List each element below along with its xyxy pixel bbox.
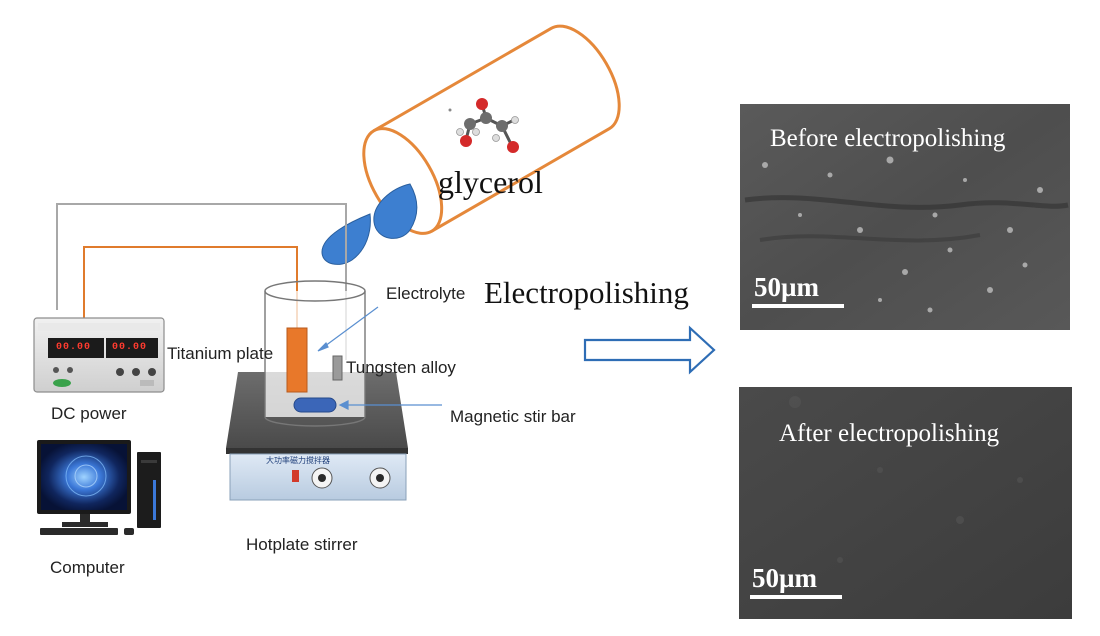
glycerol-label: glycerol — [438, 164, 543, 200]
sem-after-scale-label: 50µm — [752, 563, 818, 593]
magnetic-stir-bar-label: Magnetic stir bar — [450, 407, 576, 426]
titanium-plate-label: Titanium plate — [167, 344, 274, 363]
tungsten-alloy-electrode — [332, 355, 343, 381]
sem-after-label: After electropolishing — [779, 420, 1000, 447]
droplet-upper — [373, 183, 418, 239]
glycerol-droplets — [321, 183, 418, 265]
stirrer-panel-text: 大功率磁力搅拌器 — [266, 456, 330, 465]
sem-before-label: Before electropolishing — [770, 125, 1006, 152]
sem-image-before — [740, 104, 1070, 330]
titanium-plate-electrode — [286, 327, 308, 393]
electropolishing-label: Electropolishing — [484, 275, 689, 310]
orange-wire — [83, 246, 298, 372]
glycerol-container — [362, 24, 621, 235]
right-arrow-icon — [583, 325, 716, 375]
gray-wire — [56, 203, 347, 360]
computer-label: Computer — [50, 558, 125, 577]
electrolyte-label: Electrolyte — [386, 284, 466, 303]
sem-image-after — [739, 387, 1072, 619]
beaker — [264, 280, 366, 427]
dc-power-supply — [33, 317, 165, 393]
sem-after-scale-bar — [750, 595, 842, 599]
dc-voltage-display: 00.00 — [56, 342, 92, 353]
dc-power-label: DC power — [51, 404, 127, 423]
tungsten-alloy-label: Tungsten alloy — [346, 358, 456, 377]
sem-before-scale-label: 50µm — [754, 272, 820, 302]
computer-illustration — [37, 440, 161, 535]
sem-before-scale-bar — [752, 304, 844, 308]
pointer-lines — [317, 306, 442, 410]
glycerol-molecule-icon — [448, 98, 519, 153]
hotplate-stirrer-label: Hotplate stirrer — [246, 535, 358, 554]
dc-current-display: 00.00 — [112, 342, 148, 353]
magnetic-stir-bar — [293, 397, 337, 413]
wires — [56, 203, 347, 372]
